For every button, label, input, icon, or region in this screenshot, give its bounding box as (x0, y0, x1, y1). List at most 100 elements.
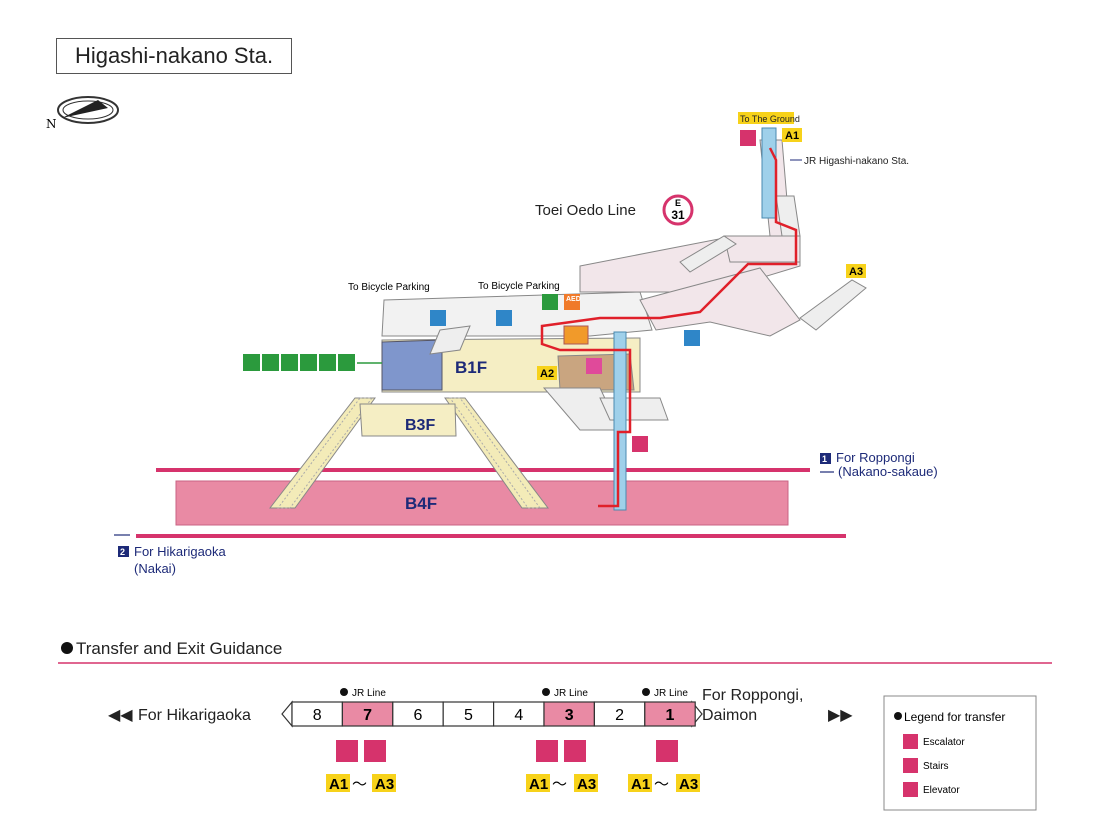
exit-a1-label: A1 (785, 130, 799, 142)
map-elevator-icon-b4 (632, 436, 648, 452)
car-number-4: 4 (514, 707, 523, 724)
ticket-machine-icon (542, 294, 558, 310)
car-number-3: 3 (565, 707, 574, 724)
jr-line-label-7: JR Line (352, 688, 386, 699)
direction-roppongi-label: For Roppongi (836, 450, 915, 465)
stairs-b3-b4-left (268, 397, 376, 509)
exit-range-3-sep: 〜 (552, 776, 567, 793)
coin-locker-icon (430, 310, 446, 326)
jr-marker-1: JR Line (642, 688, 688, 699)
direction-roppongi-sub: (Nakano-sakaue) (838, 464, 938, 479)
exit-range-1: A1 〜 A3 (628, 774, 700, 793)
platform-b4f: B4F (175, 480, 789, 526)
multipurpose-icon (338, 354, 355, 371)
jr-marker-7: JR Line (340, 688, 386, 699)
car-number-2: 2 (615, 707, 624, 724)
map-info-icon (684, 330, 700, 346)
ostomate-icon (300, 354, 317, 371)
baby-care-icon (281, 354, 298, 371)
legend-escalator-icon (903, 734, 918, 749)
car-cell (392, 701, 444, 727)
jr-station-label: JR Higashi-nakano Sta. (804, 156, 909, 167)
exit-a2-label: A2 (540, 368, 554, 380)
exit-range-3-to: A3 (577, 776, 596, 793)
to-ground-badge (738, 112, 794, 124)
escalator-icon (336, 740, 358, 762)
legend-elevator-icon (903, 782, 918, 797)
to-ground-label: To The Ground (740, 114, 800, 124)
floor-label-b3f: B3F (405, 417, 435, 434)
car-number-1: 1 (666, 707, 675, 724)
facility-icon-row (243, 354, 382, 371)
station-office-icon (563, 325, 589, 345)
station-title: Higashi-nakano Sta. (56, 38, 292, 74)
exit-range-1-to: A3 (679, 776, 698, 793)
restroom-men-icon (243, 354, 260, 371)
legend-stairs-label: Stairs (923, 761, 949, 772)
stairs-b3-b4-right (444, 397, 550, 509)
car-cell (644, 701, 696, 727)
family-restroom-icon (319, 354, 336, 371)
wheelchair-icon (262, 354, 279, 371)
exit-range-7-from: A1 (329, 776, 348, 793)
stairs-icon (564, 740, 586, 762)
jr-line-label-3: JR Line (554, 688, 588, 699)
concourse-b3f: B3F (359, 403, 457, 437)
telephone-icon (496, 310, 512, 326)
car-number-7: 7 (363, 707, 372, 724)
exit-range-1-sep: 〜 (654, 776, 669, 793)
line-code-number: 31 (671, 208, 685, 222)
jr-line-label-1: JR Line (654, 688, 688, 699)
accessible-route (540, 147, 798, 508)
car-number-6: 6 (414, 707, 423, 724)
bicycle-parking-right: To Bicycle Parking (478, 281, 560, 292)
concourse-b1f: B1F (381, 139, 867, 431)
direction-roppongi-num: 1 (822, 454, 827, 464)
direction-hikarigaoka-label: For Hikarigaoka (134, 544, 227, 559)
car-cell (291, 701, 344, 727)
line-code-letter: E (675, 198, 681, 208)
exit-range-7: A1 〜 A3 (326, 774, 396, 793)
car-cell (543, 701, 596, 727)
exit-range-7-to: A3 (375, 776, 394, 793)
stairs-icon (364, 740, 386, 762)
compass: N (46, 96, 119, 131)
legend: Legend for transfer Escalator Stairs Ele… (883, 695, 1037, 811)
exit-a2: A2 (537, 366, 557, 380)
guidance-right-label-2: Daimon (702, 707, 757, 724)
floor-label-b1f: B1F (455, 358, 487, 377)
guidance-right-label-1: For Roppongi, (702, 687, 803, 704)
floor-label-b4f: B4F (405, 494, 437, 513)
guidance-left-label: For Hikarigaoka (138, 707, 251, 724)
compass-north-label: N (46, 117, 57, 131)
legend-elevator-label: Elevator (923, 785, 960, 796)
guidance-left-arrows: ◀◀ (108, 707, 133, 724)
exit-a1: A1 (782, 128, 802, 142)
guidance-right-arrows: ▶▶ (828, 707, 853, 724)
legend-escalator-label: Escalator (923, 737, 965, 748)
escalator-icon (536, 740, 558, 762)
exit-range-1-from: A1 (631, 776, 650, 793)
car-cell (442, 701, 495, 727)
direction-hikarigaoka: 2 For Hikarigaoka (Nakai) (114, 534, 227, 576)
map-elevator-icon-a1 (740, 130, 756, 146)
line-badge: E 31 (662, 194, 694, 226)
car-cell (593, 701, 646, 727)
car-number-5: 5 (464, 707, 473, 724)
legend-title: Legend for transfer (904, 710, 1005, 724)
bicycle-parking-left: To Bicycle Parking (348, 282, 430, 293)
guidance-title: Transfer and Exit Guidance (76, 639, 282, 658)
guidance-section: Transfer and Exit Guidance ◀◀ For Hikari… (58, 639, 1052, 811)
exit-a3: A3 (846, 264, 866, 278)
line-name: Toei Oedo Line (535, 202, 636, 219)
exit-range-3-from: A1 (529, 776, 548, 793)
jr-marker-3: JR Line (542, 688, 588, 699)
elevator-icon (656, 740, 678, 762)
aed-label: AED (566, 296, 581, 303)
ticket-gate-icon (586, 358, 602, 374)
legend-stairs-icon (903, 758, 918, 773)
aed-icon (564, 294, 580, 310)
exit-a3-label: A3 (849, 266, 863, 278)
